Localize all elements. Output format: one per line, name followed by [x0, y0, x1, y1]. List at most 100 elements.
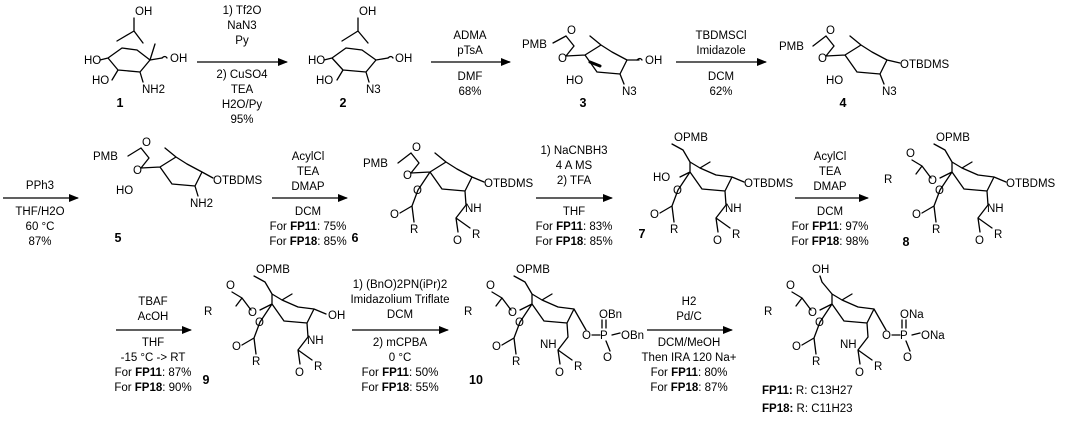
nh-label: NH	[307, 335, 324, 347]
yield-text: 95%	[230, 114, 253, 126]
condition-text: DMF	[458, 71, 483, 83]
pmb-label: PMB	[779, 41, 804, 53]
yield-fp11: For FP11: 83%	[536, 221, 613, 233]
r-group-label: R	[252, 356, 260, 368]
r-group-label: R	[932, 224, 940, 236]
condition-text: -15 °C -> RT	[121, 352, 186, 364]
compound-number: 7	[639, 227, 646, 241]
compound-number: 4	[840, 96, 847, 110]
compound-10: OPMB O R O O O R NH O R O P OBn OBn O 10	[464, 264, 644, 387]
condition-text: Imidazolium Triflate	[350, 294, 449, 306]
compound-number: 6	[352, 231, 359, 245]
oxygen-label: O	[412, 142, 421, 154]
oxygen-label: O	[413, 185, 422, 197]
condition-text: 1) Tf2O	[223, 5, 262, 17]
opmb-label: OPMB	[516, 264, 550, 276]
reaction-arrow-10: H2 Pd/C DCM/MeOH Then IRA 120 Na+ For FP…	[642, 296, 737, 394]
ho-label: HO	[653, 172, 670, 184]
otbdms-label: OTBDMS	[484, 178, 534, 190]
condition-text: ADMA	[453, 30, 487, 42]
ho-label: HO	[92, 75, 109, 87]
r-group-label: R	[314, 361, 322, 373]
carbonyl-oxygen-label: O	[555, 367, 564, 379]
pmb-label: PMB	[522, 39, 547, 51]
condition-text: AcylCl	[292, 151, 325, 163]
condition-text: H2	[682, 296, 697, 308]
condition-text: 0 °C	[389, 352, 412, 364]
carbonyl-oxygen-label: O	[486, 280, 495, 292]
ho-label: HO	[316, 75, 333, 87]
condition-text: TEA	[819, 166, 842, 178]
condition-text: 2) TFA	[557, 175, 592, 187]
reaction-arrow-7: AcylCl TEA DMAP DCM For FP11: 97% For FP…	[791, 151, 869, 248]
yield-text: 87%	[28, 236, 51, 248]
r-group-label: R	[464, 306, 472, 318]
final-compound: OH O R O O O R NH O R O P ONa ONa O	[764, 264, 945, 379]
reaction-arrow-9: 1) (BnO)2PN(iPr)2 Imidazolium Triflate D…	[350, 279, 449, 394]
oxygen-label: O	[826, 25, 835, 37]
pmb-label: PMB	[363, 158, 388, 170]
condition-text: THF	[563, 206, 585, 218]
condition-text: DCM	[817, 206, 843, 218]
oh-label: OH	[135, 6, 152, 18]
condition-text: DMAP	[291, 181, 325, 193]
yield-fp11: For FP11: 75%	[270, 221, 347, 233]
condition-text: DCM	[295, 206, 321, 218]
carbonyl-oxygen-label: O	[912, 209, 921, 221]
r-group-label: R	[204, 306, 212, 318]
condition-text: THF/H2O	[15, 206, 64, 218]
r-group-label: R	[874, 361, 882, 373]
compound-number: 3	[580, 96, 587, 110]
oxygen-label: O	[133, 165, 142, 177]
condition-text: Imidazole	[696, 45, 745, 57]
ona-label: ONa	[900, 309, 924, 321]
condition-text: DMAP	[813, 181, 847, 193]
condition-text: Py	[235, 35, 249, 47]
legend-fp18: FP18: R: C11H23	[762, 403, 853, 415]
oxygen-label: O	[935, 185, 944, 197]
reaction-arrow-1: 1) Tf2O NaN3 Py 2) CuSO4 TEA H2O/Py 95%	[197, 5, 288, 126]
opmb-label: OPMB	[674, 132, 708, 144]
ho-label: HO	[826, 75, 843, 87]
condition-text: THF	[142, 337, 164, 349]
reaction-arrow-5: AcylCl TEA DMAP DCM For FP11: 75% For FP…	[269, 151, 348, 248]
oxygen-label: O	[515, 317, 524, 329]
yield-fp11: For FP11: 80%	[651, 367, 728, 379]
condition-text: pTsA	[457, 45, 483, 57]
reaction-arrow-6: 1) NaCNBH3 4 A MS 2) TFA THF For FP11: 8…	[535, 145, 613, 248]
yield-fp18: For FP18: 55%	[361, 382, 438, 394]
compound-8: OPMB O R O O O R NH O R OTBDMS 8	[884, 132, 1056, 249]
r-group-legend: FP11: R: C13H27 FP18: R: C11H23	[762, 385, 853, 415]
carbonyl-oxygen-label: O	[295, 367, 304, 379]
carbonyl-oxygen-label: O	[390, 209, 399, 221]
carbonyl-oxygen-label: O	[713, 235, 722, 247]
compound-1: OH HO HO NH2 OH 1	[84, 6, 187, 110]
compound-number: 8	[903, 235, 910, 249]
carbonyl-oxygen-label: O	[650, 209, 659, 221]
legend-fp11: FP11: R: C13H27	[762, 385, 853, 397]
pmb-label: PMB	[93, 151, 118, 163]
oxygen-label: O	[508, 307, 517, 319]
yield-fp18: For FP18: 85%	[269, 236, 346, 248]
r-group-label: R	[410, 224, 418, 236]
phosphoryl-oxygen-label: O	[603, 352, 612, 364]
compound-number: 1	[117, 96, 124, 110]
r-group-label: R	[574, 361, 582, 373]
oxygen-label: O	[808, 307, 817, 319]
yield-fp18: For FP18: 98%	[791, 236, 868, 248]
oh-label: OH	[645, 55, 662, 67]
r-group-label: R	[884, 174, 892, 186]
yield-fp11: For FP11: 50%	[362, 367, 439, 379]
condition-text: DCM/MeOH	[658, 337, 721, 349]
azide-label: N3	[882, 86, 897, 98]
carbonyl-oxygen-label: O	[906, 148, 915, 160]
reaction-arrow-3: TBDMSCl Imidazole DCM 62%	[676, 30, 767, 98]
condition-text: 1) (BnO)2PN(iPr)2	[353, 279, 448, 291]
nh-label: NH	[840, 339, 857, 351]
oxygen-label: O	[142, 137, 151, 149]
oh-label: OH	[170, 53, 187, 65]
condition-text: Then IRA 120 Na+	[642, 352, 737, 364]
oxygen-label: O	[815, 317, 824, 329]
yield-text: 68%	[458, 86, 481, 98]
